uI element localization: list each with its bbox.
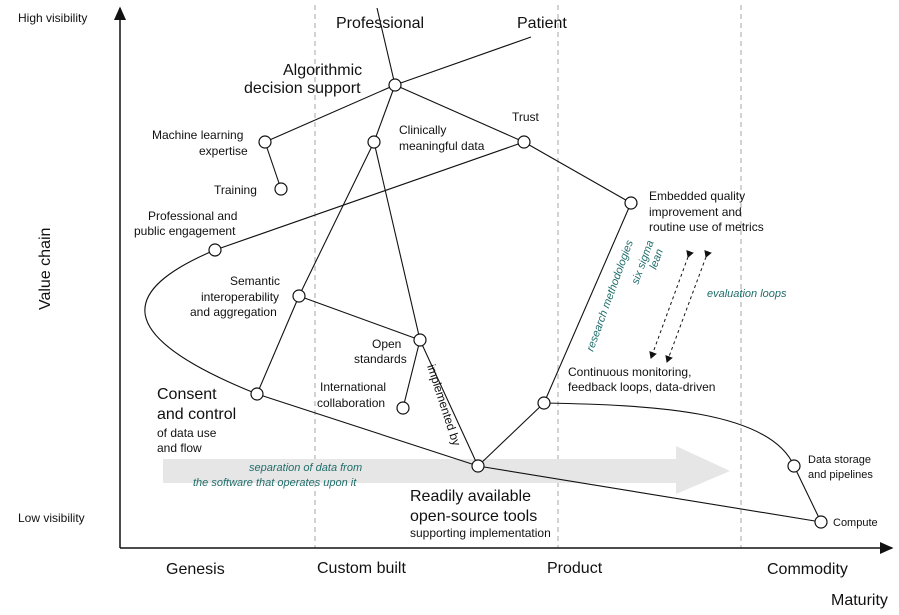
- node-clinical-data: [367, 135, 381, 149]
- label-engagement-2: public engagement: [134, 224, 236, 238]
- label-compute: Compute: [833, 517, 878, 529]
- label-consent-4: and flow: [157, 441, 202, 455]
- label-tools-3: supporting implementation: [410, 526, 551, 540]
- user-professional: Professional: [336, 15, 424, 32]
- y-top-label: High visibility: [18, 11, 87, 25]
- x-axis-title: Maturity: [831, 592, 888, 609]
- label-international-1: International: [320, 380, 386, 394]
- label-trust: Trust: [512, 110, 540, 124]
- label-consent-2: and control: [157, 406, 236, 423]
- label-embedded-3: routine use of metrics: [649, 220, 764, 234]
- label-open-standards-1: Open: [372, 337, 401, 351]
- research-label-1: research methodologies: [585, 238, 637, 353]
- stage-product: Product: [547, 560, 603, 577]
- label-algorithmic-2: decision support: [244, 80, 361, 97]
- user-patient: Patient: [517, 15, 567, 32]
- y-axis-title: Value chain: [37, 228, 54, 310]
- node-ml-expertise: [258, 135, 272, 149]
- label-storage-2: and pipelines: [808, 469, 873, 481]
- label-embedded-2: improvement and: [649, 205, 742, 219]
- label-semantic-2: interoperability: [201, 290, 279, 304]
- label-international-2: collaboration: [317, 396, 385, 410]
- stage-custom-built: Custom built: [317, 560, 406, 577]
- label-training: Training: [214, 183, 257, 197]
- node-engagement: [208, 243, 222, 257]
- label-semantic-1: Semantic: [230, 274, 280, 288]
- label-continuous-1: Continuous monitoring,: [568, 365, 691, 379]
- node-training: [274, 182, 288, 196]
- node-semantic: [292, 289, 306, 303]
- node-algorithmic-decision-support: [388, 78, 402, 92]
- label-clinical-1: Clinically: [399, 123, 446, 137]
- node-data-storage: [787, 459, 801, 473]
- label-tools-1: Readily available: [410, 488, 531, 505]
- label-consent-3: of data use: [157, 426, 217, 440]
- node-embedded-quality: [624, 196, 638, 210]
- stage-genesis: Genesis: [166, 561, 225, 578]
- node-open-source-tools: [471, 459, 485, 473]
- label-open-standards-2: standards: [354, 352, 407, 366]
- node-consent: [250, 387, 264, 401]
- label-semantic-3: and aggregation: [190, 305, 277, 319]
- evaluation-loops-label: evaluation loops: [707, 288, 787, 300]
- label-tools-2: open-source tools: [410, 508, 537, 525]
- stage-commodity: Commodity: [767, 561, 848, 578]
- edges: [144, 7, 822, 523]
- evaluation-arrow-2: [665, 249, 712, 363]
- separation-arrow: [163, 446, 730, 494]
- node-open-standards: [413, 333, 427, 347]
- label-algorithmic-1: Algorithmic: [283, 62, 362, 79]
- label-embedded-1: Embedded quality: [649, 189, 745, 203]
- separation-label-1: separation of data from: [249, 462, 362, 474]
- y-bottom-label: Low visibility: [18, 511, 85, 525]
- label-storage-1: Data storage: [808, 454, 871, 466]
- label-clinical-2: meaningful data: [399, 139, 485, 153]
- label-consent-1: Consent: [157, 386, 217, 403]
- node-international: [396, 401, 410, 415]
- implemented-by-label: implemented by: [424, 363, 463, 448]
- evaluation-arrow-1: [649, 249, 694, 359]
- node-continuous: [537, 396, 551, 410]
- label-engagement-1: Professional and: [148, 209, 237, 223]
- separation-label-2: the software that operates upon it: [193, 477, 357, 489]
- node-trust: [517, 135, 531, 149]
- label-continuous-2: feedback loops, data-driven: [568, 380, 715, 394]
- label-ml-2: expertise: [199, 144, 248, 158]
- node-compute: [814, 515, 828, 529]
- label-ml-1: Machine learning: [152, 128, 243, 142]
